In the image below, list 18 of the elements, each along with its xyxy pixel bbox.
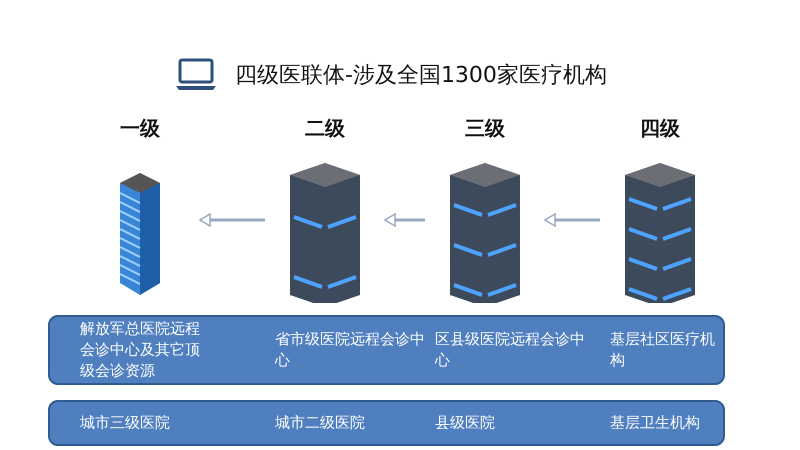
arrow [384, 213, 425, 227]
arrow [544, 213, 600, 227]
institution-label: 基层卫生机构 [610, 412, 700, 434]
level-heading: 一级 [119, 115, 161, 142]
level-heading: 四级 [639, 115, 681, 142]
institution-label: 城市三级医院 [80, 412, 170, 434]
institution-label: 县级医院 [435, 412, 495, 434]
title: 四级医联体-涉及全国1300家医疗机构 [235, 62, 607, 90]
institution-label: 城市二级医院 [275, 412, 365, 434]
arrow [199, 213, 265, 227]
institution-label: 区县级医院远程会诊中心 [435, 329, 585, 371]
institution-label: 基层社区医疗机构 [610, 329, 716, 371]
institution-label: 解放军总医院远程会诊中心及其它顶级会诊资源 [80, 318, 201, 382]
info-panel [48, 400, 725, 446]
level-heading: 二级 [304, 115, 346, 142]
info-panel [48, 315, 725, 385]
institution-label: 省市级医院远程会诊中心 [275, 329, 425, 371]
level-heading: 三级 [464, 115, 506, 142]
